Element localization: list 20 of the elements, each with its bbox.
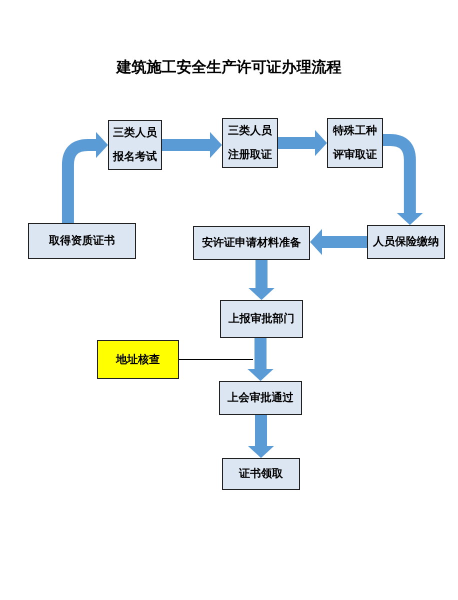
arrow [248,415,274,458]
process-box: 三类人员注册取证 [222,118,278,168]
arrow [162,132,222,158]
arrow [278,130,327,156]
process-box: 人员保险缴纳 [367,225,445,259]
arrow [248,338,274,381]
process-box: 安许证申请材料准备 [193,226,310,260]
arrow [248,260,274,300]
title: 建筑施工安全生产许可证办理流程 [114,58,342,77]
arrow [310,229,367,255]
process-box: 特殊工种评审取证 [327,118,383,168]
connector-line [178,359,254,360]
process-box: 上报审批部门 [220,300,303,338]
process-box: 证书领取 [222,458,300,490]
arrow [62,132,108,223]
arrow [383,134,423,225]
process-box: 地址核查 [97,340,179,379]
process-box: 三类人员报名考试 [108,120,162,170]
process-box: 取得资质证书 [28,223,136,259]
process-box: 上会审批通过 [219,381,302,415]
